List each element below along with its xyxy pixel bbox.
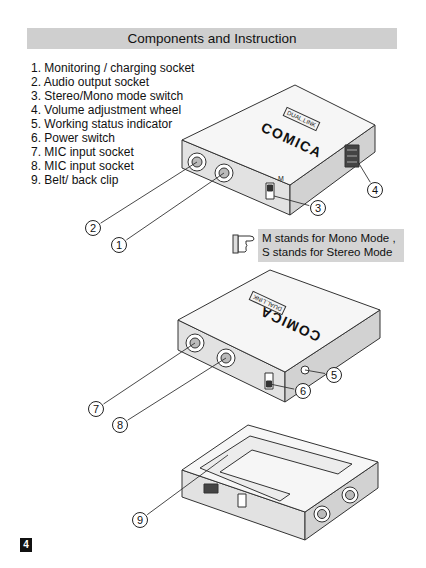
part-list-item: 5. Working status indicator: [31, 117, 172, 131]
part-list-item: 7. MIC input socket: [31, 145, 134, 159]
leader-lines: [101, 162, 371, 515]
page-number: 4: [20, 538, 32, 552]
callout-number: 5: [326, 367, 342, 383]
callout-number: 4: [367, 182, 383, 198]
part-list-item: 8. MIC input socket: [31, 159, 134, 173]
part-list-item: 1. Monitoring / charging socket: [31, 61, 194, 75]
model-name: DUAL.LINK: [283, 107, 321, 132]
note-text: M stands for Mono Mode , S stands for St…: [262, 231, 400, 259]
switch-mark: M: [278, 175, 284, 182]
part-list-item: 3. Stereo/Mono mode switch: [31, 89, 183, 103]
title-text: Components and Instruction: [128, 31, 297, 46]
callout-number: 6: [295, 383, 311, 399]
number-text: 4: [372, 185, 378, 196]
part-list-item: 6. Power switch: [31, 131, 115, 145]
callout-number: 8: [112, 417, 128, 433]
callout-number: 3: [310, 200, 326, 216]
callout-number: 2: [85, 220, 101, 236]
note-box: M stands for Mono Mode , S stands for St…: [258, 229, 404, 262]
number-text: 4: [23, 540, 29, 550]
number-text: 5: [331, 370, 337, 381]
number-text: 9: [137, 515, 143, 526]
part-list-item: 2. Audio output socket: [31, 75, 149, 89]
callout-number: 7: [88, 401, 104, 417]
title-band: Components and Instruction: [27, 28, 397, 49]
number-text: 8: [117, 420, 123, 431]
device-bottom-view: [182, 425, 378, 540]
number-text: 2: [90, 223, 96, 234]
callout-number: 9: [132, 512, 148, 528]
callout-number: 1: [111, 237, 127, 253]
number-text: 6: [300, 386, 306, 397]
number-text: 7: [93, 404, 99, 415]
part-list-item: 4. Volume adjustment wheel: [31, 103, 181, 117]
hand-icon: [233, 235, 254, 253]
device-back-view: [178, 270, 380, 402]
device-front-view: [182, 85, 375, 215]
number-text: 3: [315, 203, 321, 214]
brand-logo: COMICA: [257, 303, 323, 345]
part-list-item: 9. Belt/ back clip: [31, 173, 118, 187]
number-text: 1: [116, 240, 122, 251]
